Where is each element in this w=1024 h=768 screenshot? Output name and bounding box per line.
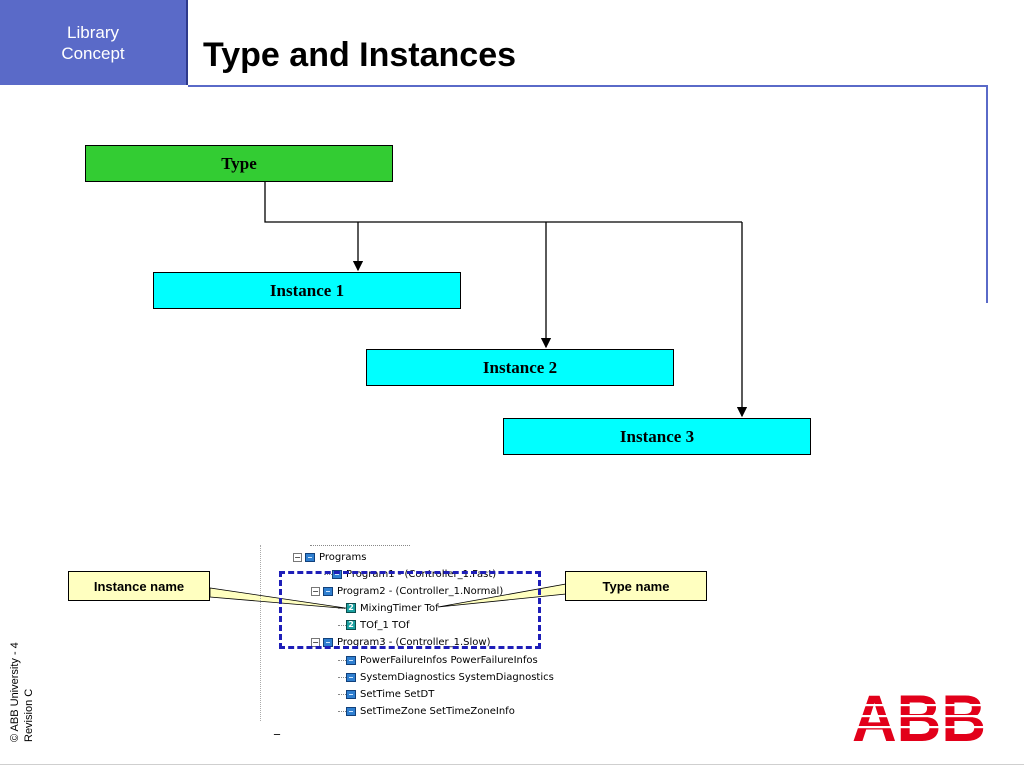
connector-type-stem <box>264 182 742 223</box>
tree-item-program2[interactable]: − Program2 - (Controller_1.Normal) <box>311 584 503 598</box>
section-label-line2: Concept <box>61 43 125 63</box>
tree-item-label: MixingTimer Tof <box>360 602 439 614</box>
tree-item-label: SetTimeZone SetTimeZoneInfo <box>360 705 515 717</box>
type-box: Type <box>85 145 393 182</box>
section-label: Library Concept <box>0 0 186 85</box>
function-block-icon: 2 <box>346 620 356 630</box>
header-rule-horizontal <box>188 85 988 87</box>
tree-item-label: PowerFailureInfos PowerFailureInfos <box>360 654 538 666</box>
function-block-icon: 2 <box>346 603 356 613</box>
section-label-edge <box>186 0 188 85</box>
type-name-callout: Type name <box>565 571 707 601</box>
program-icon <box>332 569 342 579</box>
collapse-icon[interactable]: − <box>293 552 302 562</box>
instance3-box-label: Instance 3 <box>619 426 695 446</box>
tree-item-settime[interactable]: SetTime SetDT <box>338 687 434 701</box>
tree-item-label: SetTime SetDT <box>360 688 435 700</box>
highlight-frame <box>279 571 541 649</box>
tree-item-label: TOf_1 TOf <box>360 619 410 631</box>
folder-icon <box>305 552 315 562</box>
tree-left-guide <box>260 545 261 721</box>
tree-item-mixingtimer[interactable]: 2 MixingTimer Tof <box>338 601 439 615</box>
collapse-icon[interactable]: − <box>311 586 320 596</box>
tree-item-powerfailure[interactable]: PowerFailureInfos PowerFailureInfos <box>338 653 538 667</box>
program-icon <box>346 689 356 699</box>
tree-item-program1[interactable]: Program1 - (Controller_1.Fast) <box>324 567 496 581</box>
tree-item-systemdiagnostics[interactable]: SystemDiagnostics SystemDiagnostics <box>338 670 554 684</box>
footer-revision-line: Revision C <box>23 688 35 742</box>
program-icon <box>346 706 356 716</box>
tree-item-label: SystemDiagnostics SystemDiagnostics <box>360 671 554 683</box>
program-icon <box>346 672 356 682</box>
instance2-box-label: Instance 2 <box>482 357 558 377</box>
instance3-box: Instance 3 <box>503 418 811 455</box>
program-icon <box>346 655 356 665</box>
footer-copyright-line: © ABB University - 4 <box>9 642 21 742</box>
text-cursor: _ <box>274 721 280 735</box>
tree-item-programs[interactable]: − Programs <box>293 550 366 564</box>
program-tree: − Programs Program1 - (Controller_1.Fast… <box>258 545 568 735</box>
tree-item-label: Program2 - (Controller_1.Normal) <box>337 585 504 597</box>
tree-item-label: Program3 - (Controller_1.Slow) <box>337 636 491 648</box>
instance2-box: Instance 2 <box>366 349 674 386</box>
program-icon <box>323 586 333 596</box>
footer-copyright: © ABB University - 4 Revision C <box>8 642 36 742</box>
type-box-label: Type <box>221 153 257 173</box>
instance-name-callout-label: Instance name <box>93 578 185 594</box>
type-name-callout-label: Type name <box>602 578 670 594</box>
footer-rule <box>0 764 1024 765</box>
instance1-box-label: Instance 1 <box>269 280 345 300</box>
header-rule-vertical <box>986 86 988 303</box>
tree-top-border <box>310 545 410 546</box>
page-title: Type and Instances <box>203 36 517 74</box>
tree-item-tof1[interactable]: 2 TOf_1 TOf <box>338 618 410 632</box>
instance1-box: Instance 1 <box>153 272 461 309</box>
section-label-line1: Library <box>67 22 119 42</box>
tree-item-settimezone[interactable]: SetTimeZone SetTimeZoneInfo <box>338 704 515 718</box>
instance-name-callout: Instance name <box>68 571 210 601</box>
tree-item-label: Program1 - (Controller_1.Fast) <box>346 568 497 580</box>
abb-logo: ABB <box>852 688 988 743</box>
tree-item-label: Programs <box>319 551 367 563</box>
